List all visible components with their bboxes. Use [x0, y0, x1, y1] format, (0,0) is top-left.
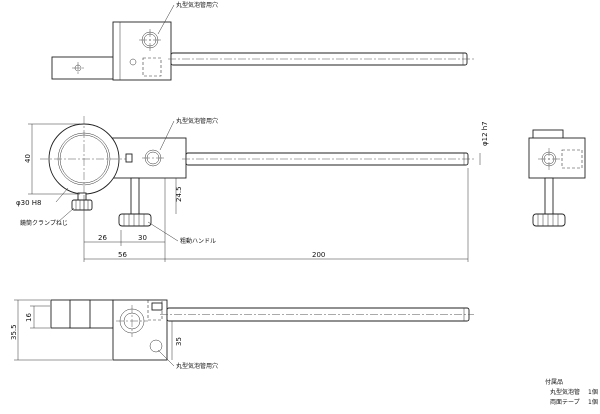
top-bubble-hole-label: 丸型気泡管用穴 — [176, 1, 218, 9]
dim-bore: φ30 H8 — [16, 199, 41, 207]
bottom-bubble-hole-label: 丸型気泡管用穴 — [176, 362, 218, 370]
front-view-slot — [125, 153, 133, 163]
dim-rod: φ12 h7 — [481, 121, 489, 146]
side-view-handle-stem — [544, 177, 554, 215]
bottom-view-recess — [69, 299, 91, 329]
accessories-title: 付属品 — [545, 378, 563, 386]
fine-handle-stem — [130, 177, 140, 215]
dim-56: 56 — [118, 251, 127, 259]
dim-30: 30 — [138, 234, 147, 242]
dim-height-40: 40 — [24, 154, 32, 163]
side-view-block — [528, 137, 586, 179]
side-view-handle-knob — [532, 213, 566, 227]
fine-handle-knob — [118, 213, 152, 227]
dim-26: 26 — [98, 234, 107, 242]
top-view-block — [112, 21, 172, 81]
dim-16: 16 — [25, 313, 33, 322]
dim-35: 35 — [175, 337, 183, 346]
accessory-qty-1: 1個 — [588, 388, 598, 396]
clamp-screw-knob — [71, 199, 93, 211]
clamp-screw-label: 鏡筒クランプねじ — [20, 219, 68, 227]
top-view — [51, 21, 474, 81]
dim-24-5: 24.5 — [175, 186, 183, 202]
accessory-qty-2: 1個 — [588, 398, 598, 406]
dim-35-5: 35.5 — [10, 324, 18, 340]
bottom-view — [50, 299, 474, 361]
front-bubble-hole-label: 丸型気泡管用穴 — [176, 117, 218, 125]
top-view-arm — [51, 56, 118, 80]
accessory-name-2: 両面テープ — [550, 399, 580, 406]
front-view — [40, 116, 474, 227]
accessory-name-1: 丸型気泡管 — [550, 388, 580, 396]
dim-200: 200 — [312, 251, 325, 259]
side-view — [528, 129, 586, 227]
fine-handle-label: 粗動ハンドル — [180, 237, 216, 245]
